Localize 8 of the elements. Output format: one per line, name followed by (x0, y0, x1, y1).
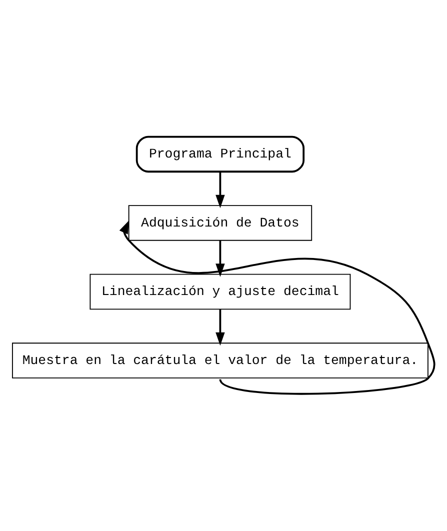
node-box: Linealización y ajuste decimal (90, 274, 351, 310)
node-box: Adquisición de Datos (128, 205, 312, 241)
arrow (119, 220, 436, 395)
node-box: Muestra en la carátula el valor de la temperatura. (12, 342, 428, 378)
arrow (216, 309, 225, 346)
arrow (216, 240, 225, 277)
arrow (216, 172, 225, 208)
node-box: Programa Principal (136, 136, 305, 173)
